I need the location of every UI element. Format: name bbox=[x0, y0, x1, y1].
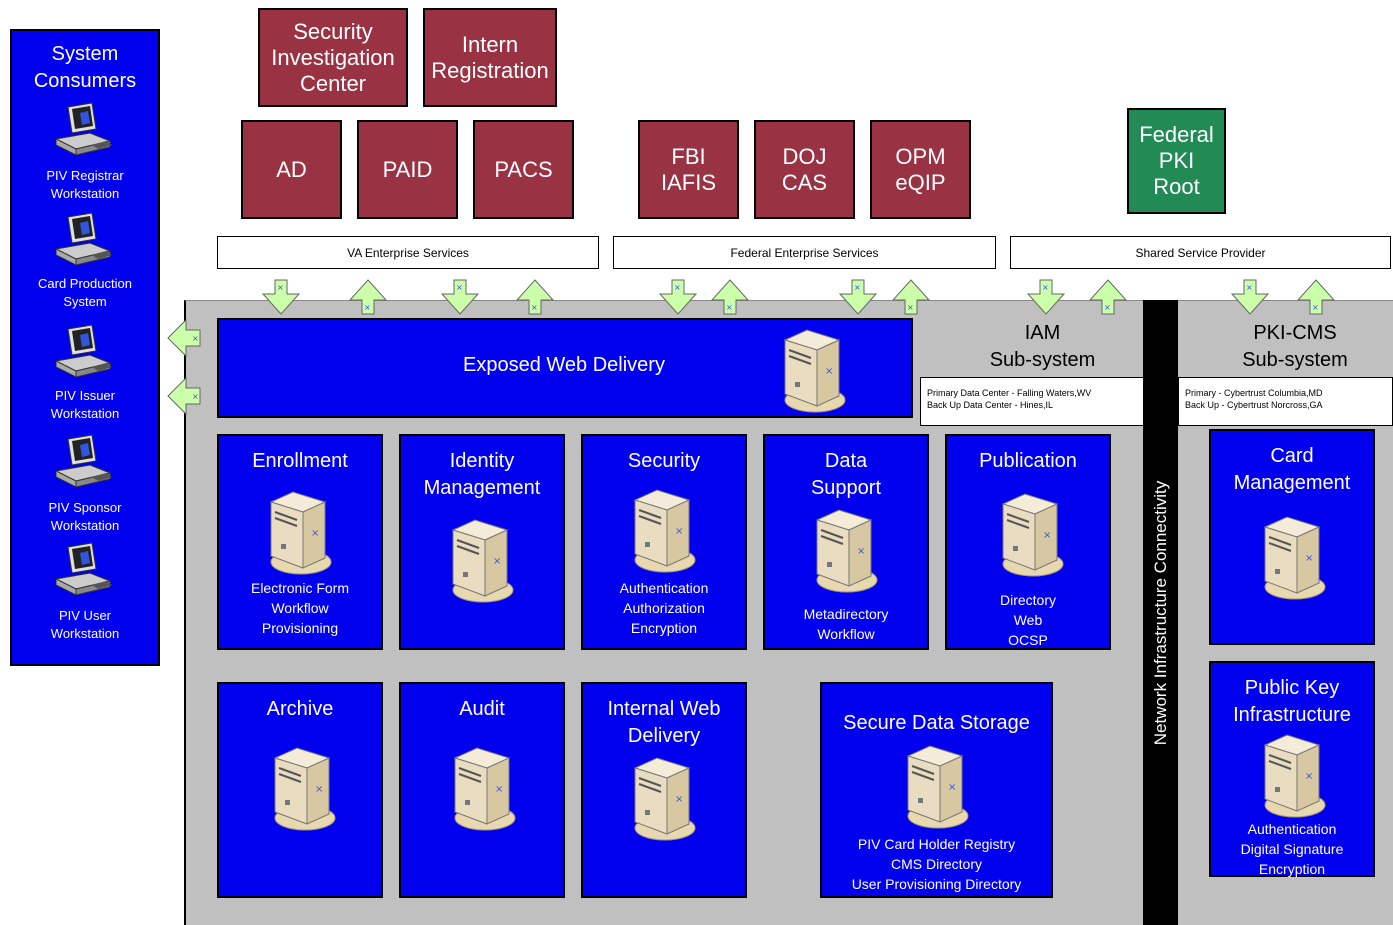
computer-icon bbox=[56, 103, 113, 156]
ad-box: AD bbox=[241, 120, 342, 219]
computer-icon bbox=[56, 543, 113, 596]
va-enterprise-services-bar: VA Enterprise Services bbox=[217, 236, 599, 269]
server-icon bbox=[1264, 734, 1326, 818]
module-title: Secure Data Storage bbox=[843, 712, 1030, 734]
exposed-web-delivery-title: Exposed Web Delivery bbox=[463, 354, 665, 376]
server-icon bbox=[634, 757, 696, 841]
shared-service-provider-bar: Shared Service Provider bbox=[1010, 236, 1391, 269]
secure-data-storage-module: Secure Data Storage PIV Card Holder Regi… bbox=[820, 682, 1053, 898]
server-icon bbox=[816, 509, 878, 593]
computer-icon bbox=[56, 213, 113, 266]
federal-enterprise-services-bar: Federal Enterprise Services bbox=[613, 236, 996, 269]
module-title: Archive bbox=[266, 698, 334, 720]
module-title: Publication bbox=[979, 450, 1077, 472]
computer-icon bbox=[56, 435, 113, 488]
network-infrastructure-bar: Network Infrastructure Connectivity bbox=[1143, 300, 1178, 925]
server-icon bbox=[274, 747, 336, 831]
pacs-box: PACS bbox=[473, 120, 574, 219]
paid-box: PAID bbox=[357, 120, 458, 219]
module-title: Security bbox=[627, 450, 701, 472]
exposed-web-delivery-box: Exposed Web Delivery bbox=[217, 318, 913, 418]
archive-module: Archive bbox=[217, 682, 383, 898]
server-icon bbox=[454, 747, 516, 831]
server-icon bbox=[1002, 493, 1064, 577]
server-icon bbox=[784, 329, 846, 413]
server-icon bbox=[1264, 516, 1326, 600]
server-icon bbox=[907, 745, 969, 829]
module-title: Audit bbox=[459, 698, 505, 720]
module-title: Enrollment bbox=[252, 450, 348, 472]
computer-icon bbox=[56, 325, 113, 378]
audit-module: Audit bbox=[399, 682, 565, 898]
server-icon bbox=[452, 519, 514, 603]
network-infrastructure-label: Network Infrastructure Connectivity bbox=[1150, 480, 1170, 745]
server-icon bbox=[634, 489, 696, 573]
server-icon bbox=[270, 491, 332, 575]
